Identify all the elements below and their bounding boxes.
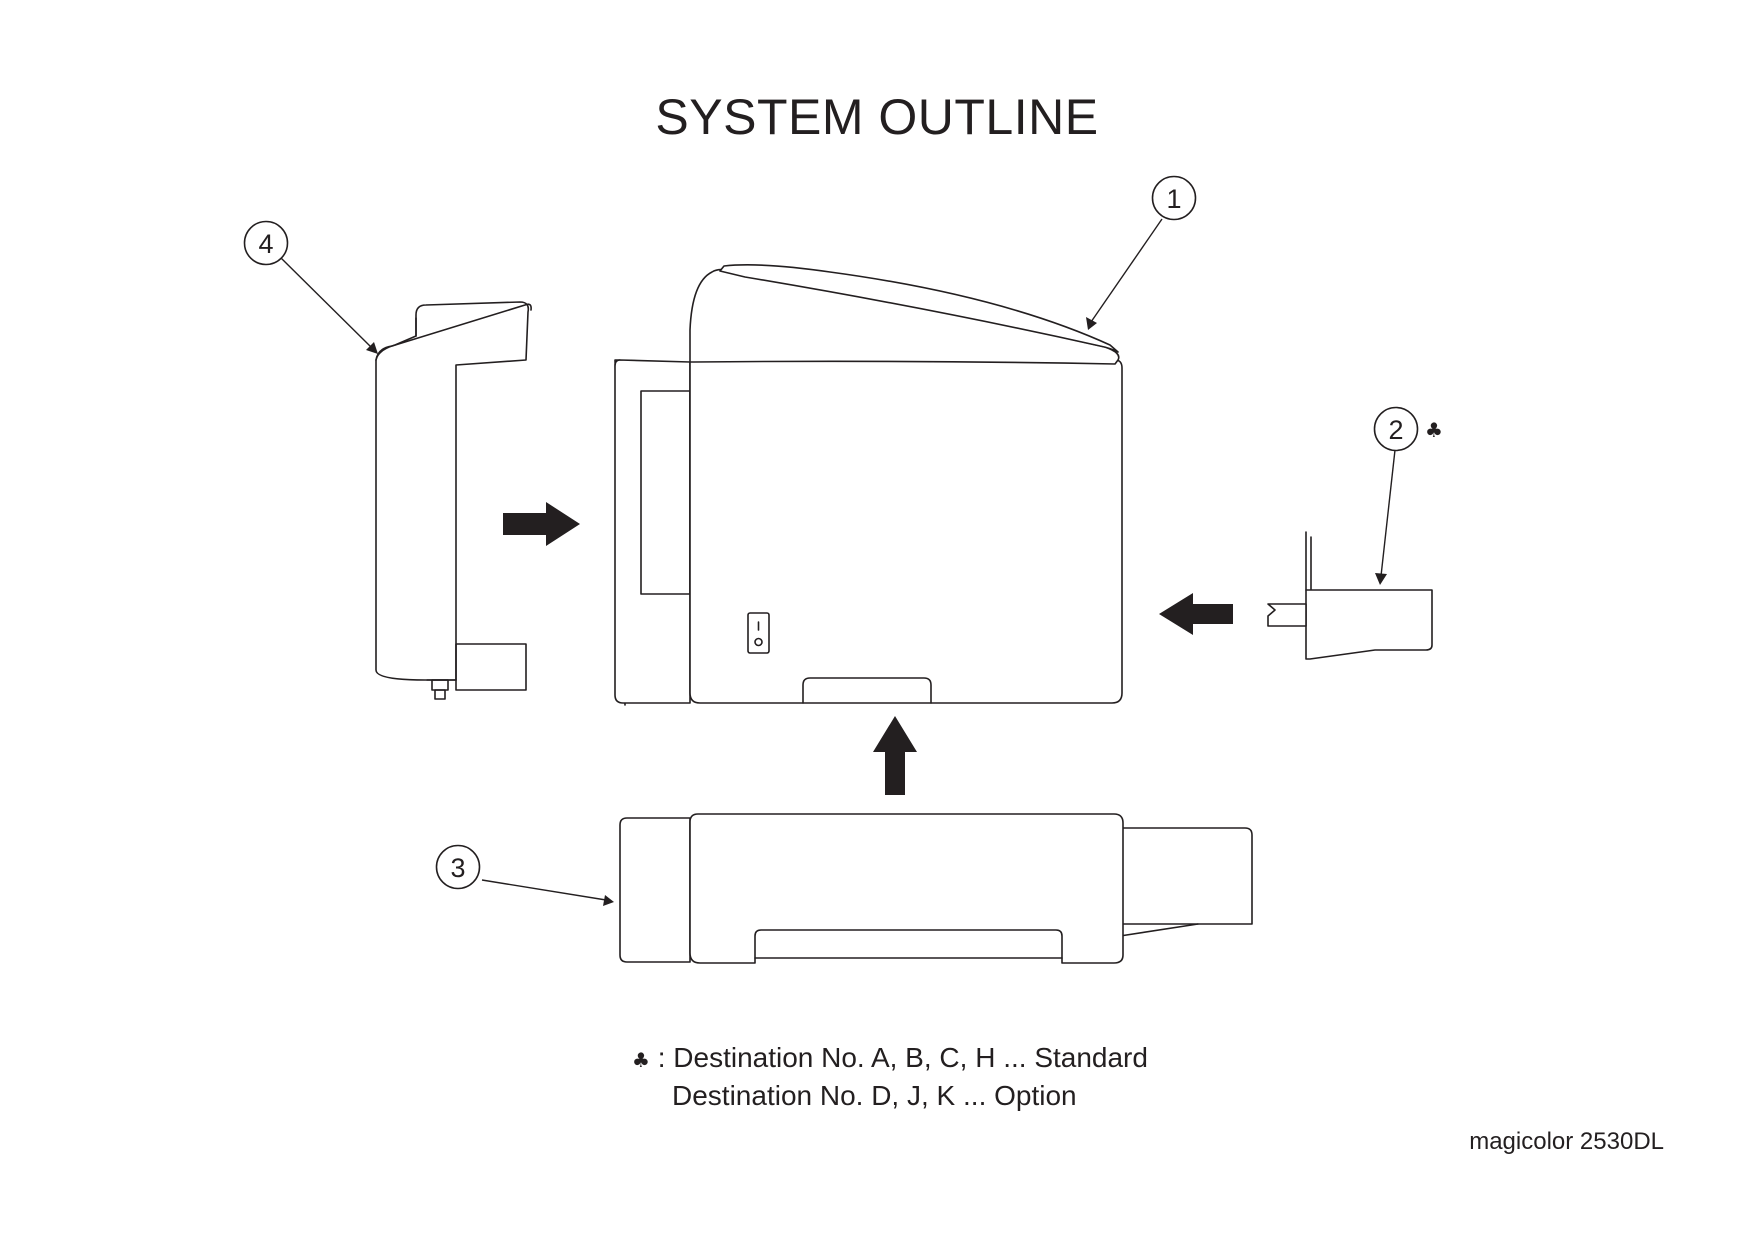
callout-3: 3 [435,844,481,890]
page-title: SYSTEM OUTLINE [655,89,1099,145]
svg-text:3: 3 [450,853,465,883]
arrow-feeder-to-printer-icon [873,716,917,795]
duplex-unit [375,301,532,700]
svg-text:2: 2 [1388,415,1403,445]
note-text-2: Destination No. D, J, K ... Option [672,1080,1077,1111]
note-text-1: Destination No. A, B, C, H ... Standard [673,1042,1148,1073]
cassette-option [1267,531,1433,660]
callout-4: 4 [243,220,289,266]
arrow-duplex-to-printer-icon [503,502,580,546]
note-line-2: Destination No. D, J, K ... Option [632,1078,1148,1114]
lower-feeder-unit [619,813,1253,964]
arrow-cassette-to-printer-icon [1159,593,1233,635]
destination-note: ♣ : Destination No. A, B, C, H ... Stand… [632,1040,1148,1114]
callout-1: 1 [1151,175,1197,221]
leader-lines [280,218,1396,906]
callout-2: 2 ♣ [1373,406,1443,452]
club-symbol: ♣ [632,1048,650,1072]
svg-text:4: 4 [258,229,273,259]
note-separator: : [657,1042,666,1073]
note-line-1: ♣ : Destination No. A, B, C, H ... Stand… [632,1040,1148,1078]
model-name: magicolor 2530DL [1469,1128,1664,1155]
club-marker: ♣ [1425,418,1443,442]
svg-text:1: 1 [1166,184,1181,214]
printer-main-unit [614,264,1123,706]
